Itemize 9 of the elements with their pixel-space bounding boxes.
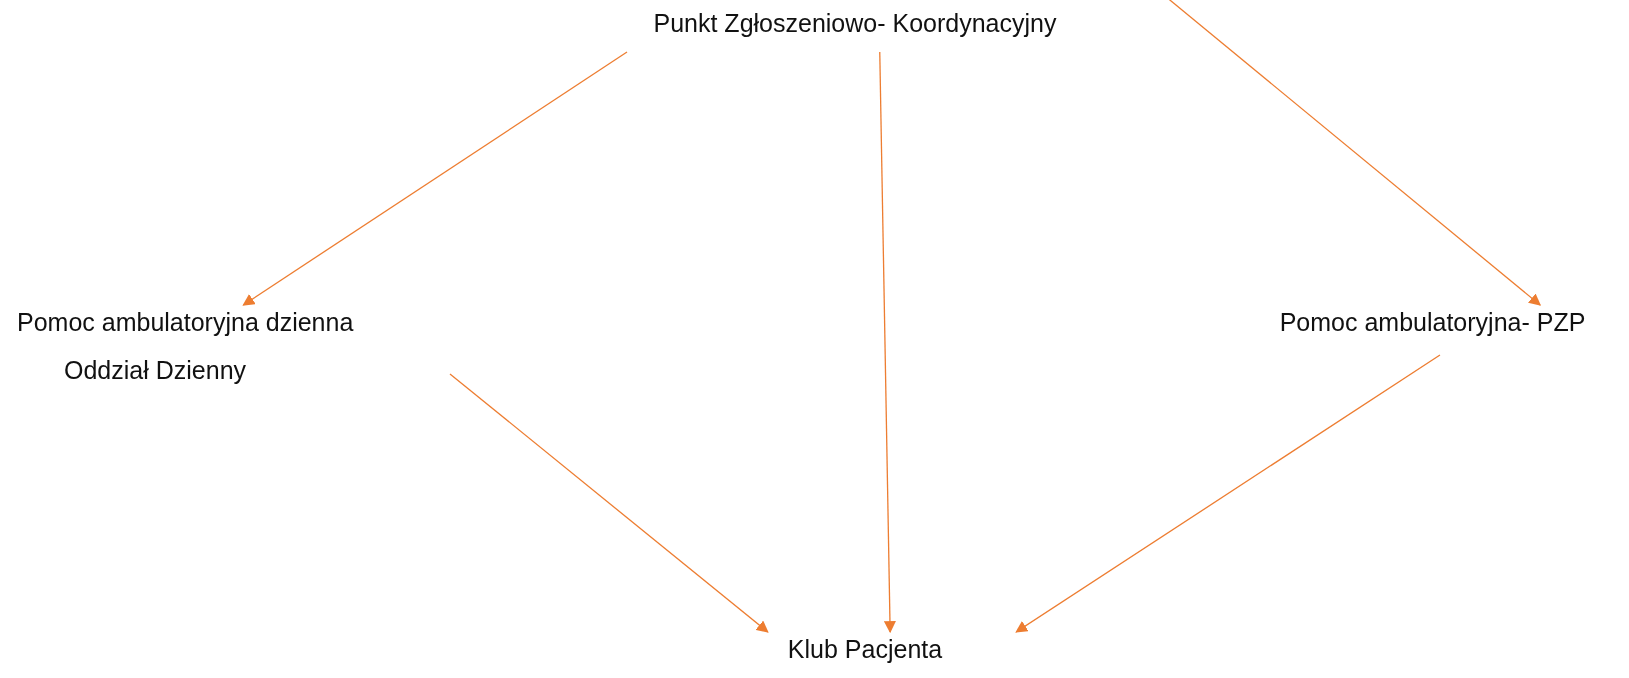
node-label: Pomoc ambulatoryjna dzienna <box>17 307 354 338</box>
arrow <box>879 51 896 634</box>
node-label: Punkt Zgłoszeniowo- Koordynacyjny <box>653 8 1057 39</box>
node-label: Oddział Dzienny <box>64 355 247 386</box>
node-label: Pomoc ambulatoryjna- PZP <box>1279 307 1586 338</box>
arrow <box>449 373 769 633</box>
node-label: Klub Pacjenta <box>787 634 943 665</box>
arrow <box>242 51 628 306</box>
arrow <box>1015 354 1441 633</box>
